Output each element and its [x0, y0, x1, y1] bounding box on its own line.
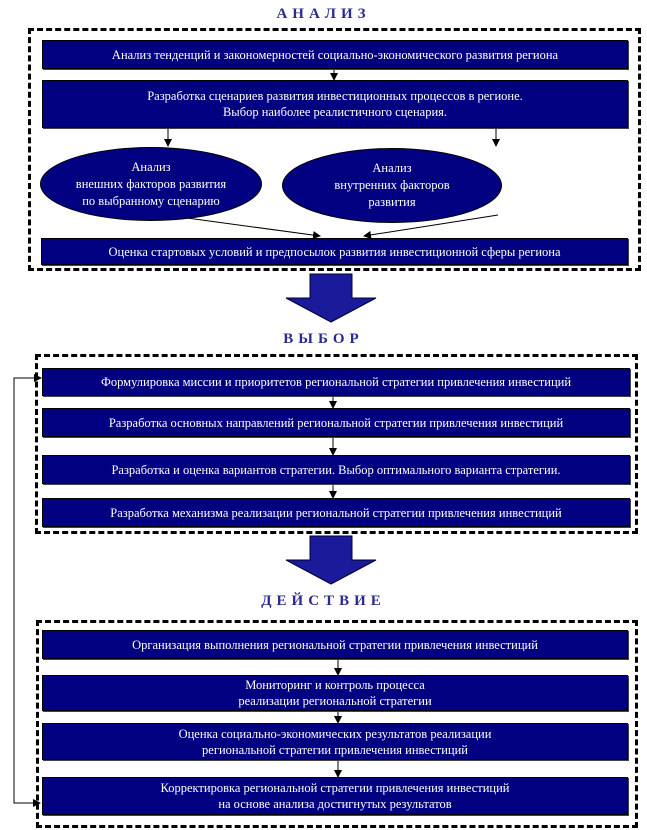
step-box: Анализ тенденций и закономерностей социа…	[42, 40, 628, 69]
step-box: Разработка сценариев развития инвестицио…	[42, 80, 628, 128]
step-box: Организация выполнения региональной стра…	[42, 630, 628, 659]
internal-factors-ellipse: Анализ внутренних факторов развития	[282, 148, 502, 223]
block-arrow-down	[285, 535, 377, 585]
block-arrow-down	[285, 273, 377, 323]
choice-frame	[35, 354, 638, 534]
section-title-action: ДЕЙСТВИЕ	[261, 593, 386, 609]
step-box: Корректировка региональной стратегии при…	[42, 777, 628, 815]
step-box: Оценка социально-экономических результат…	[42, 723, 628, 760]
step-box: Мониторинг и контроль процесса реализаци…	[42, 675, 628, 711]
step-box: Разработка механизма реализации регионал…	[42, 498, 630, 527]
action-frame	[36, 620, 638, 828]
step-box: Разработка основных направлений регионал…	[42, 408, 630, 437]
step-box: Оценка стартовых условий и предпосылок р…	[41, 238, 628, 265]
section-title-choice: ВЫБОР	[283, 331, 364, 347]
step-box: Разработка и оценка вариантов стратегии.…	[42, 455, 630, 484]
external-factors-ellipse: Анализ внешних факторов развития по выбр…	[40, 147, 262, 221]
section-title-analysis: АНАЛИЗ	[276, 6, 371, 22]
step-box: Формулировка миссии и приоритетов регион…	[42, 368, 630, 396]
arrow	[363, 214, 499, 239]
analysis-frame	[28, 28, 641, 271]
